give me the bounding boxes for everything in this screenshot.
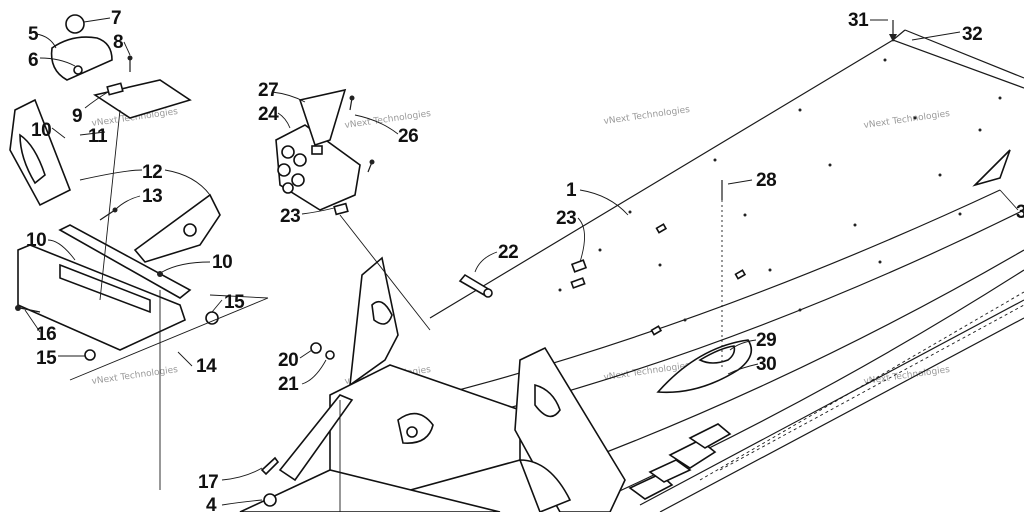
callout-label: 4: [206, 495, 217, 512]
left-bracket-parts: [9, 98, 269, 490]
callout-label: 16: [36, 324, 56, 345]
callout-label: 7: [111, 8, 121, 29]
callout-label: 10: [31, 120, 51, 141]
watermark: vNext Technologies: [603, 105, 691, 127]
callout-label: 6: [28, 50, 38, 71]
callout-label: 26: [398, 126, 418, 147]
callout-label: 32: [962, 24, 982, 45]
upper-left-parts: [50, 14, 192, 119]
callout-label: 23: [280, 206, 300, 227]
watermark: vNext Technologies: [91, 365, 179, 387]
callout-label: 30: [756, 354, 776, 375]
callout-label: 9: [72, 106, 82, 127]
callout-label: 23: [556, 208, 576, 229]
front-frame: [239, 256, 753, 512]
callout-label: 5: [28, 24, 39, 45]
callout-label: 31: [848, 10, 869, 31]
callout-label: 3: [1016, 202, 1024, 223]
callout-label: 17: [198, 472, 218, 493]
callout-label: 8: [113, 32, 123, 53]
watermarks: vNext Technologies vNext Technologies vN…: [91, 105, 951, 387]
leader-lines: [24, 17, 1019, 506]
callout-label: 11: [88, 126, 108, 147]
callout-label: 15: [36, 348, 57, 369]
callout-label: 15: [224, 292, 245, 313]
upper-mid-parts: [275, 88, 431, 331]
callout-label: 27: [258, 80, 278, 101]
callout-label: 13: [142, 186, 162, 207]
callout-numbers: 5 6 7 8 9 10 11 12 13 10 10 15 16 15 14 …: [26, 8, 1024, 512]
callout-label: 14: [196, 356, 217, 377]
callout-label: 10: [212, 252, 232, 273]
watermark: vNext Technologies: [863, 109, 951, 131]
callout-label: 20: [278, 350, 298, 371]
callout-label: 28: [756, 170, 776, 191]
callout-label: 24: [258, 104, 279, 125]
callout-label: 29: [756, 330, 776, 351]
callout-label: 1: [566, 180, 577, 201]
callout-label: 12: [142, 162, 162, 183]
callout-label: 10: [26, 230, 46, 251]
callout-label: 21: [278, 374, 299, 395]
callout-label: 22: [498, 242, 518, 263]
misc-small-parts: [260, 20, 897, 507]
